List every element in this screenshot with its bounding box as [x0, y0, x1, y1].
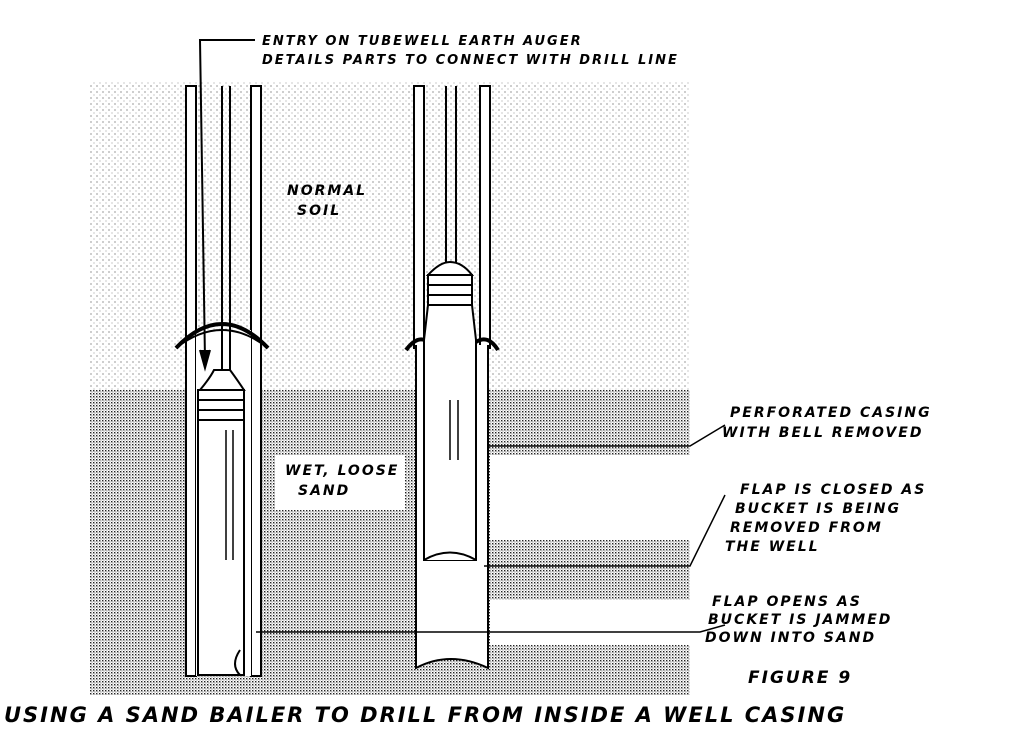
normal-soil-label-2: SOIL	[297, 203, 341, 219]
flap-opens-label-3: DOWN INTO SAND	[705, 630, 876, 646]
leader-lines	[256, 424, 726, 633]
entry-pointer-arrow	[198, 39, 255, 372]
flap-opens-label-1: FLAP OPENS AS	[712, 594, 862, 610]
flap-opens-label-2: BUCKET IS JAMMED	[708, 612, 892, 628]
left-sand-bailer	[197, 86, 246, 676]
wet-sand-label-box	[275, 455, 405, 510]
wet-sand-label-2: SAND	[298, 483, 350, 499]
wet-sand-label: WET, LOOSE	[285, 463, 399, 479]
flap-closed-label-2: BUCKET IS BEING	[735, 501, 901, 517]
right-sand-bailer	[423, 86, 477, 561]
perforated-label-2: WITH BELL REMOVED	[722, 425, 923, 441]
figure-number: FIGURE 9	[748, 668, 852, 688]
entry-label-line2: DETAILS PARTS TO CONNECT WITH DRILL LINE	[262, 53, 679, 68]
entry-label-line1: ENTRY ON TUBEWELL EARTH AUGER	[262, 34, 583, 49]
figure-caption: USING A SAND BAILER TO DRILL FROM INSIDE…	[4, 703, 846, 727]
flap-closed-label-1: FLAP IS CLOSED AS	[740, 482, 926, 498]
flap-closed-label-4: THE WELL	[725, 539, 820, 555]
perforated-label-1: PERFORATED CASING	[730, 405, 932, 421]
normal-soil-label: NORMAL	[287, 183, 367, 199]
flap-closed-label-3: REMOVED FROM	[730, 520, 883, 536]
